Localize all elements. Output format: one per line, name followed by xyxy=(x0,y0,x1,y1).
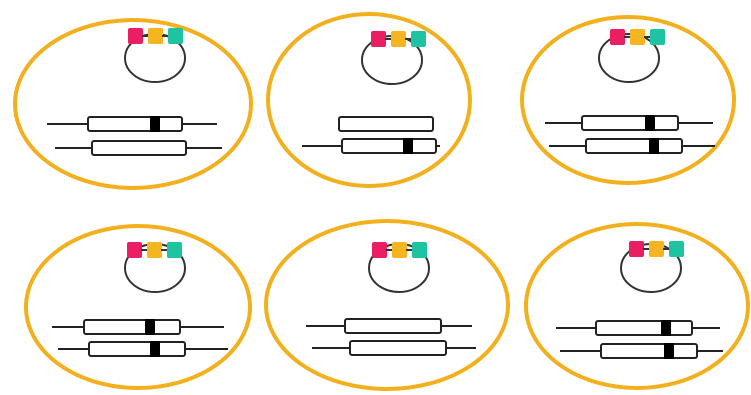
plasmid-tag-teal xyxy=(412,242,427,258)
marker-band xyxy=(150,341,160,357)
gene-box xyxy=(349,340,447,356)
chromosome-2 xyxy=(549,138,715,154)
chromosome-2 xyxy=(312,340,476,356)
cell-outline xyxy=(13,18,253,190)
chromosome-2 xyxy=(58,341,228,357)
chromosome-1 xyxy=(545,115,713,131)
plasmid-ring xyxy=(598,33,660,83)
marker-band xyxy=(403,138,413,154)
cell-outline xyxy=(520,15,736,185)
gene-box xyxy=(338,116,434,132)
cell-5 xyxy=(264,219,510,391)
gene-box xyxy=(83,319,181,335)
gene-box xyxy=(595,320,693,336)
cell-outline xyxy=(266,12,472,188)
chromosome-1 xyxy=(338,116,434,132)
marker-band xyxy=(661,320,671,336)
plasmid-tag-teal xyxy=(167,242,182,258)
gene-box xyxy=(91,140,187,156)
chromosome-1 xyxy=(52,319,224,335)
plasmid-tag-yellow xyxy=(148,28,163,44)
gene-box xyxy=(600,343,698,359)
plasmid-tag-teal xyxy=(411,31,426,47)
cell-1 xyxy=(13,18,253,190)
marker-band xyxy=(664,343,674,359)
plasmid-tag-magenta xyxy=(128,28,143,44)
cell-outline xyxy=(24,224,252,390)
marker-band xyxy=(645,115,655,131)
plasmid-tag-magenta xyxy=(127,242,142,258)
chromosome-2 xyxy=(560,343,723,359)
marker-band xyxy=(145,319,155,335)
plasmid-tag-yellow xyxy=(147,242,162,258)
chromosome-1 xyxy=(47,116,217,132)
gene-box xyxy=(87,116,183,132)
gene-box xyxy=(581,115,679,131)
cell-3 xyxy=(520,15,736,185)
plasmid-tag-magenta xyxy=(371,31,386,47)
cell-4 xyxy=(24,224,252,390)
gene-box xyxy=(88,341,186,357)
plasmid-tag-magenta xyxy=(372,242,387,258)
plasmid-tag-yellow xyxy=(630,29,645,45)
plasmid-tag-teal xyxy=(669,241,684,257)
gene-box xyxy=(344,318,442,334)
plasmid-tag-teal xyxy=(168,28,183,44)
marker-band xyxy=(150,116,160,132)
marker-band xyxy=(649,138,659,154)
chromosome-1 xyxy=(306,318,472,334)
cell-6 xyxy=(524,222,750,390)
plasmid-tag-yellow xyxy=(391,31,406,47)
plasmid-tag-yellow xyxy=(392,242,407,258)
chromosome-1 xyxy=(556,320,720,336)
chromosome-2 xyxy=(55,140,222,156)
plasmid-tag-magenta xyxy=(629,241,644,257)
plasmid-tag-teal xyxy=(650,29,665,45)
cell-2 xyxy=(266,12,472,188)
chromosome-2 xyxy=(302,138,440,154)
gene-box xyxy=(585,138,683,154)
gene-box xyxy=(341,138,437,154)
cell-outline xyxy=(524,222,750,390)
cell-outline xyxy=(264,219,510,391)
plasmid-tag-yellow xyxy=(649,241,664,257)
plasmid-tag-magenta xyxy=(610,29,625,45)
